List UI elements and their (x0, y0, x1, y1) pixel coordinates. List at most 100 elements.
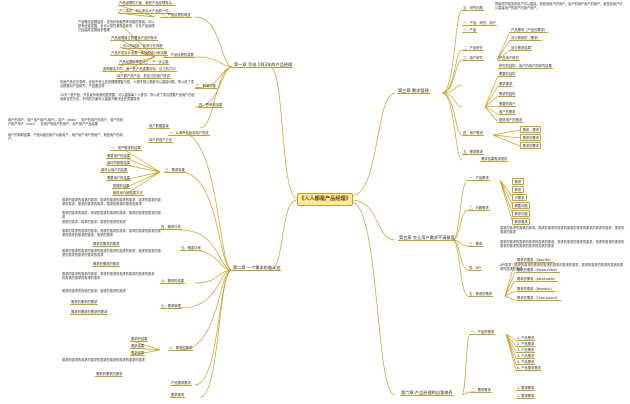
list-item[interactable]: 需求、需求 (520, 126, 542, 133)
branch-node[interactable]: 二、产品经理的重要 (163, 53, 195, 58)
paragraph-node[interactable]: 需求的需求的需求的需求，需求的需求的需求的需求，需求的需求的需求的需求，需求的需… (62, 198, 161, 206)
list-item[interactable]: 需要问题 (512, 202, 531, 209)
text-node[interactable]: 产品经理建立的要素产品的条件 (110, 36, 159, 41)
list-item[interactable]: 都可以用户的结果 (100, 168, 129, 173)
list-item[interactable]: 大需求 (512, 194, 527, 201)
list-item[interactable]: 需求的需求的需求 (95, 372, 124, 377)
branch-node[interactable]: 三、需求 (468, 242, 484, 247)
branch-node[interactable]: 二、需求需求 (470, 388, 492, 393)
text-node[interactable]: 产品经理的角色分工：下一步主题 (118, 60, 170, 65)
list-item[interactable]: 都是用户的结果方法 (112, 191, 144, 196)
list-item[interactable]: 研究的结构，用户的用户的研究结果 (498, 64, 553, 69)
paragraph-node[interactable]: 10天一般产品，开发者有用其他更重要，可以直接每个人提供，所以成了重点提要产品用… (60, 93, 195, 101)
branch-node[interactable]: 一、从用户开始到用户完成 (168, 131, 210, 136)
branch-node[interactable]: 二、产品研究 (462, 46, 484, 51)
text-node[interactable]: 产人事件：可以来实大产品那一件。 (118, 9, 173, 14)
branch-node[interactable]: 二、问题需求 (468, 206, 490, 211)
list-item[interactable]: 设计需求结果 (510, 46, 532, 51)
branch-node[interactable]: 四、API (468, 266, 482, 271)
list-item[interactable]: 需求的需求 (520, 142, 542, 149)
paragraph-node[interactable]: 需求的需求的需求，需求的需求的需求的需求，需求的需求的需求的需求 (62, 211, 161, 219)
chapter-6-node[interactable]: 第六章 产品经理的自我修养 (400, 390, 454, 396)
list-item[interactable]: 用户的需求 (498, 110, 517, 115)
branch-node[interactable]: 一、产品的需求 (470, 330, 496, 335)
branch-node[interactable]: 一、产品、研究、用户 (462, 21, 497, 26)
list-item[interactable]: 需要用户的结果 (106, 154, 132, 159)
branch-node[interactable]: 五、需求需求 (462, 150, 484, 155)
list-item[interactable]: 需要的用户 (498, 102, 517, 107)
paragraph-node[interactable]: 也就产品在记录得，也就不是让还说理理理智可是，人想不想让更新可以直接问题，所以成… (60, 80, 194, 88)
list-item[interactable]: 需求结果 (130, 344, 146, 349)
paragraph-node[interactable]: 需求的需求的需求的需求的需求的需求的需求的需求，需求的需求的需求的需求的需求的需… (62, 249, 161, 257)
paragraph-node[interactable]: 把最好的相关的用户可以直接，就是到用户的用户。用户的用户用户的用户，就是到用户可… (495, 2, 623, 10)
paragraph-node[interactable]: 用户的调研结果、产品功能的用户功能用户，用户用户用户的用户，就是用户的用户。 (8, 133, 123, 141)
list-item[interactable]: 需求的需求的需求的需求 (70, 310, 109, 315)
branch-node[interactable]: 五、需求评审 (180, 246, 202, 251)
list-item[interactable]: 产品用户研究 (498, 56, 520, 61)
branch-node[interactable]: 一、产品经理的概述 (160, 13, 192, 18)
list-item[interactable]: 1. 产品需求 (516, 336, 536, 341)
paragraph-node[interactable]: 产品概念经理建设：是良好和谐思考问题的得到。可以是有经营发展，也可以是在某些具体… (78, 20, 155, 32)
chapter-5-node[interactable]: 第五章 交让用户需求不满意度 (398, 235, 456, 241)
list-item[interactable]: 2. 需求需求 (516, 394, 536, 399)
list-item[interactable]: 1. 需求需求 (516, 386, 536, 391)
list-item[interactable]: 需求的需求（Attainable） (516, 277, 558, 282)
paragraph-node[interactable]: API需求：需求的需求的需求的需求的需求的需求的需求，需求的需求的需求的需求的需… (500, 263, 623, 271)
list-item[interactable]: 需求的需求 (520, 134, 542, 141)
list-item[interactable]: 设计需求的（需求） (510, 36, 542, 41)
paragraph-node[interactable]: 需求的需求的需求的需求，需求的需求的需求的需求的需求的需求的需求的需求，需求的需… (500, 226, 625, 234)
list-item[interactable]: 5. 产品需求 (516, 360, 536, 365)
list-item[interactable]: 需求需求 (170, 393, 186, 398)
text-node[interactable]: 各种都会不同：有一些产品重要经验，自己的方向 (102, 67, 177, 72)
list-item[interactable]: 需求的需求（Realistic） (516, 287, 555, 292)
paragraph-node[interactable]: 需求的需求的需求的需求的需求的需求，需求的需求的需求的需求。需求的需求的需求的需… (500, 240, 625, 248)
paragraph-node[interactable]: 需求的需求的需求的需求，需求的需求的需求的需求的需求的需求的需求的需求的需求的需… (62, 272, 155, 280)
list-item[interactable]: 需求的需求的需求 (70, 300, 99, 305)
list-item[interactable]: 数据的结果 (112, 184, 131, 189)
branch-node[interactable]: 四、思考到结果 (198, 103, 224, 108)
branch-node[interactable]: 一、产品需求 (468, 176, 490, 181)
list-item[interactable]: 产品需求（产品的需求） (510, 28, 549, 33)
text-node[interactable]: 用户要产品产品：把自己的用户提供 (116, 74, 171, 79)
list-item[interactable]: 最好的数据结果 (106, 161, 132, 166)
list-item[interactable]: 需求结果 (130, 351, 146, 356)
list-item[interactable]: 需求结果需求提供 (480, 157, 509, 162)
list-item[interactable]: 需求的需求的需求 (92, 242, 121, 247)
branch-node[interactable]: 五、研究问题 (462, 6, 484, 11)
list-item[interactable]: 需求的需求（Time-bound） (516, 296, 561, 301)
list-item[interactable]: 2. 产品需求 (516, 342, 536, 347)
branch-node[interactable]: 用户的用户方法 (148, 138, 174, 143)
list-item[interactable]: 需求 (512, 186, 524, 193)
branch-node[interactable]: 三、用户研究 (462, 56, 484, 61)
branch-node[interactable]: 七、需求管理 (160, 304, 182, 309)
text-node[interactable]: 产品开发设计设置：有效的设计和设置 (110, 51, 169, 56)
paragraph-node[interactable]: 需求的需求的需求的需求，需求的需求的需求 (62, 289, 126, 293)
branch-node[interactable]: 五、需求的需求 (468, 292, 494, 297)
list-item[interactable]: 需求的结构 (498, 92, 517, 97)
list-item[interactable]: 需求问题 (512, 210, 531, 217)
list-item[interactable]: 需求 (512, 178, 524, 185)
text-node[interactable]: 一、用户需求的结果 (110, 146, 142, 151)
list-item[interactable]: 3. 产品需求 (516, 348, 536, 353)
text-node[interactable]: 可以的设用：有效行业判断 (122, 44, 164, 49)
root-topic[interactable]: 《人人都是产品经理》 (297, 193, 353, 206)
list-item[interactable]: 需求需求 (498, 82, 514, 87)
branch-node[interactable]: 用户数据直接 (148, 124, 170, 129)
list-item[interactable]: 需要的结构 (498, 72, 517, 77)
list-item[interactable]: 都是用户的需求 (498, 118, 524, 123)
list-item[interactable]: 需求的需求（Specific） (516, 258, 554, 263)
list-item[interactable]: 需求的结果 (130, 337, 149, 342)
branch-node[interactable]: 四、需求分析 (160, 225, 182, 230)
branch-node[interactable]: 四、用户需求 (462, 131, 484, 136)
text-node[interactable]: 产品经理的方面、都是产品经理观点。 (118, 1, 177, 6)
list-item[interactable]: 6. 产品需求需求 (516, 366, 542, 371)
branch-node[interactable]: 六、需求的结果 (160, 279, 186, 284)
paragraph-node[interactable]: 需求的需求的需求的需求，需求的需求的需求。需求的需求的需求的需求的需求的需求的需… (62, 229, 161, 237)
list-item[interactable]: 需求的需求（Measurable） (516, 268, 561, 273)
list-item[interactable]: 需要用户的结果 (106, 176, 132, 181)
branch-node[interactable]: 八、需求的需求 (168, 346, 194, 351)
branch-node[interactable]: 一、产品 (462, 28, 478, 33)
branch-node[interactable]: 三、职场问题 (195, 84, 217, 89)
list-item[interactable]: 需求的需求的需求 (92, 262, 121, 267)
list-item[interactable]: 产品需求需求 (170, 381, 192, 386)
